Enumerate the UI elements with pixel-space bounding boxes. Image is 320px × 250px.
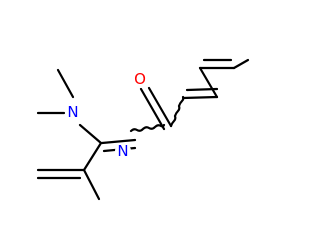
bonds: [36, 58, 250, 201]
bond-propenyl-c-methyl: [82, 168, 101, 201]
structure-drawing: O N N: [36, 58, 250, 201]
bond-carbonyl-c-oxygen-second: [139, 87, 166, 131]
bond-amidine-c-propenyl-c: [82, 141, 103, 172]
bond-carbonyl-c-c2: [169, 95, 185, 128]
amine-nitrogen-label: N: [67, 103, 78, 121]
bond-amine-n-amidine-c: [78, 123, 103, 145]
bond-c3-c4: [198, 66, 219, 99]
bond-methyl1-amine-n: [56, 68, 75, 99]
bond-imine-n-carbonyl-c: [129, 123, 166, 133]
bond-c5-c6: [232, 58, 250, 70]
amine-nitrogen-atom: N: [65, 103, 81, 121]
bond-c2-c3: [181, 95, 219, 100]
bond-carbonyl-c-oxygen: [147, 86, 173, 128]
atom-labels: O N N: [65, 70, 149, 160]
oxygen-label: O: [134, 70, 146, 88]
imine-nitrogen-atom: N: [115, 142, 131, 160]
oxygen-atom: O: [131, 70, 149, 88]
bond-amidine-c-imine-n: [100, 138, 137, 145]
imine-nitrogen-label: N: [117, 142, 128, 160]
